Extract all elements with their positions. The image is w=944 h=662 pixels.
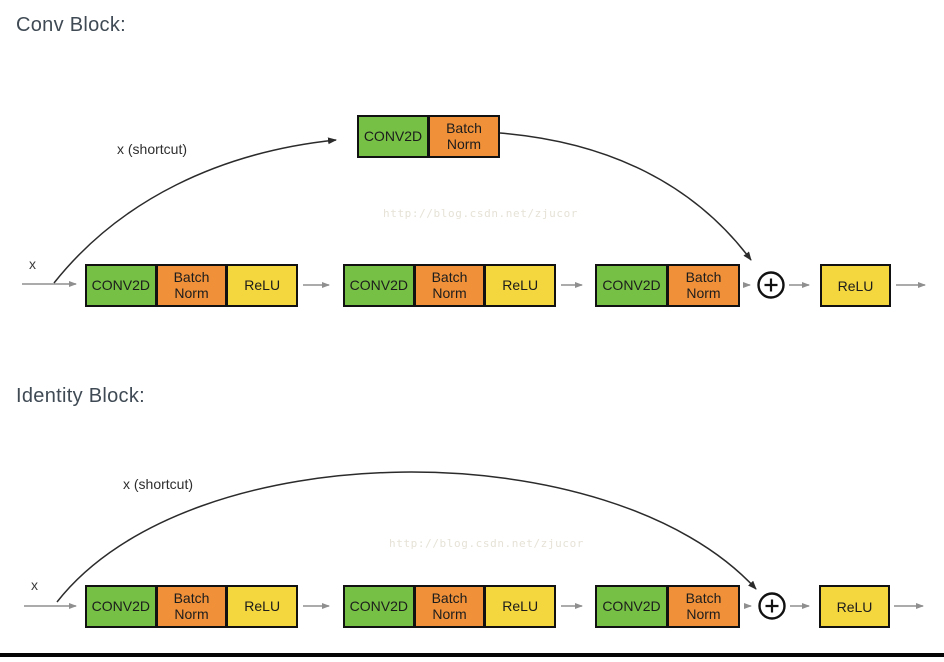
- bottom-border-bar: [0, 653, 944, 657]
- identity-watermark: http://blog.csdn.net/zjucor: [389, 537, 585, 550]
- identity-block-title: Identity Block:: [16, 385, 146, 407]
- relu-cell: ReLU: [486, 587, 555, 626]
- identity-add-circle-icon: [758, 592, 786, 620]
- conv-main-block-3: CONV2D Batch Norm: [595, 264, 740, 307]
- conv2d-cell: CONV2D: [597, 587, 666, 626]
- conv2d-cell: CONV2D: [87, 587, 155, 626]
- conv2d-cell: CONV2D: [359, 117, 427, 156]
- conv2d-cell: CONV2D: [87, 266, 155, 305]
- identity-main-block-1: CONV2D Batch Norm ReLU: [85, 585, 298, 628]
- conv-add-circle-icon: [757, 271, 785, 299]
- identity-output-relu-block: ReLU: [819, 585, 890, 628]
- conv2d-cell: CONV2D: [345, 266, 413, 305]
- identity-input-label: x: [31, 577, 38, 593]
- relu-cell: ReLU: [486, 266, 555, 305]
- conv-main-block-2: CONV2D Batch Norm ReLU: [343, 264, 556, 307]
- conv-input-label: x: [29, 256, 36, 272]
- conv-watermark: http://blog.csdn.net/zjucor: [383, 207, 579, 220]
- conv-shortcut-block: CONV2D Batch Norm: [357, 115, 500, 158]
- conv-shortcut-arc-in: [53, 137, 337, 284]
- conv2d-cell: CONV2D: [345, 587, 413, 626]
- batch-norm-cell: Batch Norm: [430, 117, 498, 156]
- conv-shortcut-label: x (shortcut): [117, 141, 188, 157]
- conv2d-cell: CONV2D: [597, 266, 666, 305]
- batch-norm-cell: Batch Norm: [415, 266, 484, 305]
- batch-norm-cell: Batch Norm: [157, 266, 226, 305]
- identity-main-block-3: CONV2D Batch Norm: [595, 585, 740, 628]
- batch-norm-cell: Batch Norm: [669, 587, 738, 626]
- conv-block-title: Conv Block:: [16, 14, 127, 36]
- conv-shortcut-arc-out: [499, 132, 752, 261]
- conv-output-relu-block: ReLU: [820, 264, 891, 307]
- relu-cell: ReLU: [228, 266, 297, 305]
- batch-norm-cell: Batch Norm: [157, 587, 226, 626]
- conv-main-block-1: CONV2D Batch Norm ReLU: [85, 264, 298, 307]
- batch-norm-cell: Batch Norm: [415, 587, 484, 626]
- relu-cell: ReLU: [228, 587, 297, 626]
- identity-main-block-2: CONV2D Batch Norm ReLU: [343, 585, 556, 628]
- identity-shortcut-label: x (shortcut): [123, 476, 194, 492]
- batch-norm-cell: Batch Norm: [669, 266, 738, 305]
